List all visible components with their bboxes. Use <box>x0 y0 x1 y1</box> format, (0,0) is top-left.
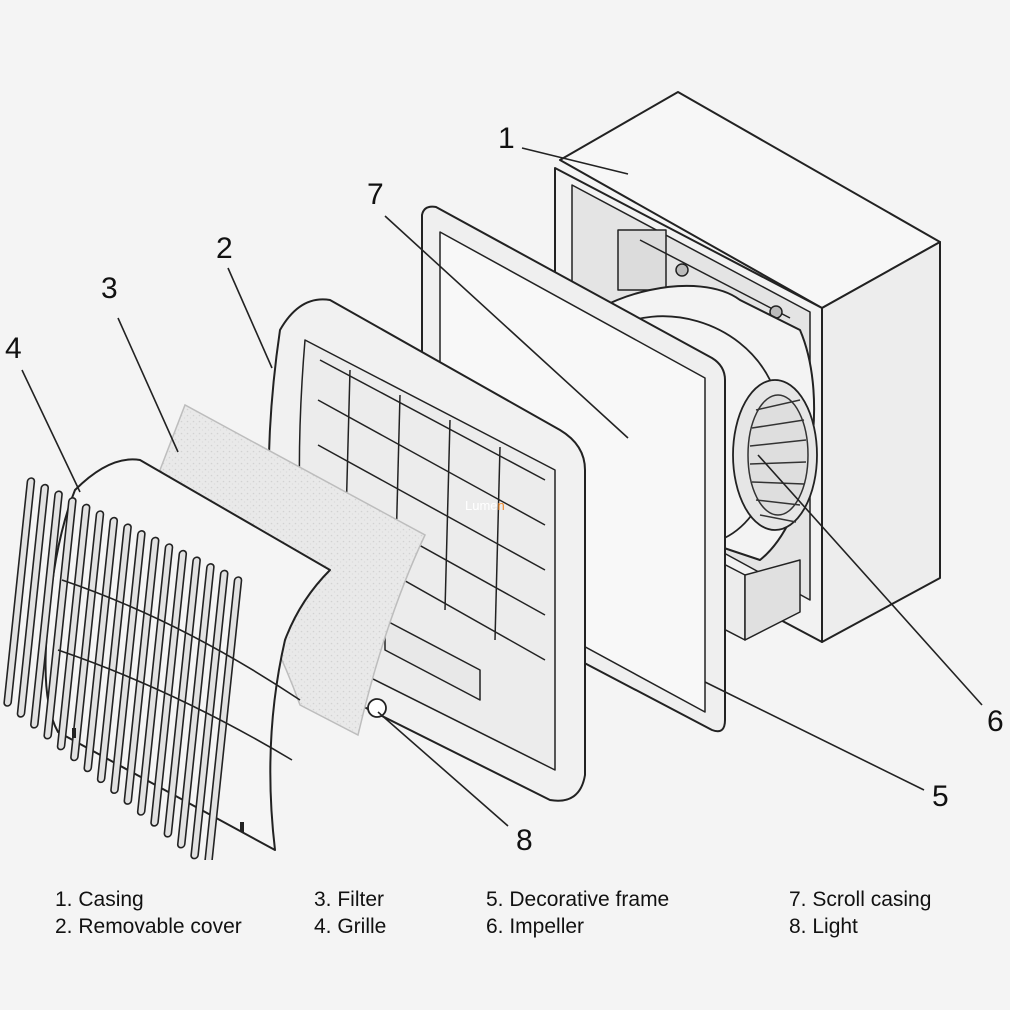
callout-6: 6 <box>987 705 1004 738</box>
grille-slot <box>110 529 146 794</box>
legend-item-filter: 3. Filter <box>314 888 385 911</box>
legend-item-removable-cover: 2. Removable cover <box>55 915 242 938</box>
callout-5: 5 <box>932 780 949 813</box>
legend-column-3: 5. Decorative frame 6. Impeller <box>486 886 669 940</box>
legend-column-2: 3. Filter 4. Grille <box>314 886 386 940</box>
grille-ribs <box>57 579 301 761</box>
grille-slot <box>123 536 160 805</box>
callout-4: 4 <box>5 332 22 365</box>
legend-item-impeller: 6. Impeller <box>486 915 585 938</box>
callout-1: 1 <box>498 122 515 155</box>
grille-slot <box>163 556 201 838</box>
grille-slot <box>136 543 174 816</box>
grille-slot <box>30 490 63 729</box>
grille-mount-hole <box>240 822 244 832</box>
grille-slot <box>3 477 36 707</box>
grille-slot <box>56 503 91 751</box>
leader-lines <box>21 147 983 827</box>
grille-mount-hole <box>72 728 76 738</box>
legend-column-1: 1. Casing 2. Removable cover <box>55 886 242 940</box>
callout-7: 7 <box>367 178 384 211</box>
grille-slot <box>150 549 188 827</box>
grille-slot <box>96 523 132 784</box>
callout-8: 8 <box>516 824 533 857</box>
grille-slot <box>43 496 77 740</box>
callout-3: 3 <box>101 272 118 305</box>
grille-slot <box>83 516 119 773</box>
grille-slots <box>3 477 243 860</box>
legend-item-grille: 4. Grille <box>314 915 387 938</box>
legend-item-scroll-casing: 7. Scroll casing <box>789 888 932 911</box>
legend-item-casing: 1. Casing <box>55 888 144 911</box>
impeller <box>747 394 809 523</box>
grille-slot <box>16 483 50 718</box>
exploded-view-drawing: 1 2 3 4 5 6 7 8 Lumen <box>3 91 1004 860</box>
legend-column-4: 7. Scroll casing 8. Light <box>789 886 931 940</box>
watermark: Lumen <box>465 498 505 513</box>
legend-item-light: 8. Light <box>789 915 858 938</box>
grille-slot <box>70 510 105 762</box>
legend-item-decorative-frame: 5. Decorative frame <box>486 888 670 911</box>
callout-2: 2 <box>216 232 233 265</box>
